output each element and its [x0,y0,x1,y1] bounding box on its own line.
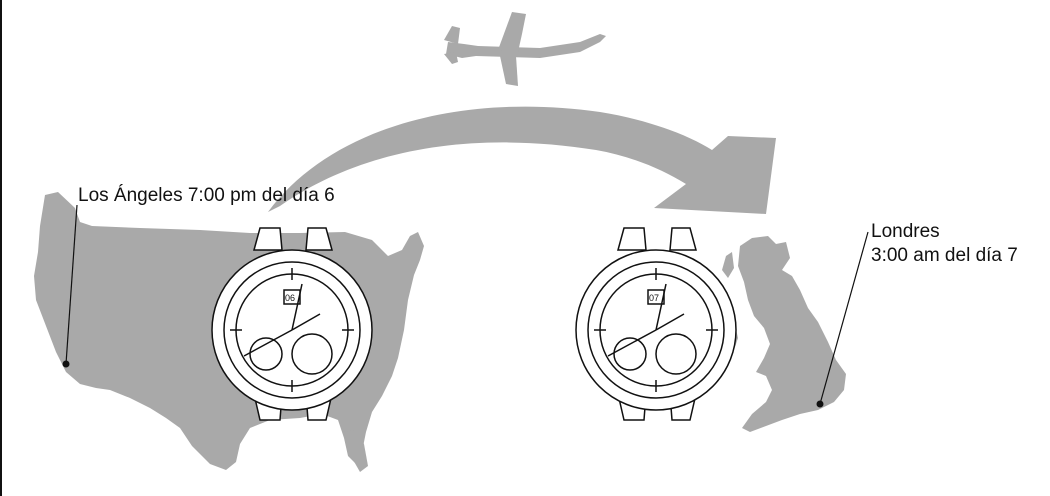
airplane-icon [444,12,606,86]
flight-arrow-icon [268,106,776,214]
watch-icon [211,227,373,421]
watch-date-london: 07 [649,293,659,303]
destination-time: 3:00 am del día 7 [871,245,1018,266]
la-leader-line [65,204,78,365]
destination-city: Londres [871,221,940,242]
origin-label: Los Ángeles 7:00 pm del día 6 [78,185,335,206]
watch-icon [575,227,737,421]
london-city-dot [816,400,824,408]
hebrides-shape [722,252,734,278]
destination-label: Londres 3:00 am del día 7 [871,220,1018,268]
watch-date-la: 06 [285,293,295,303]
florida-shape [344,430,368,472]
uk-map-icon [738,236,846,432]
left-border [0,0,2,496]
la-city-dot [62,360,70,368]
london-leader-line [819,231,869,405]
